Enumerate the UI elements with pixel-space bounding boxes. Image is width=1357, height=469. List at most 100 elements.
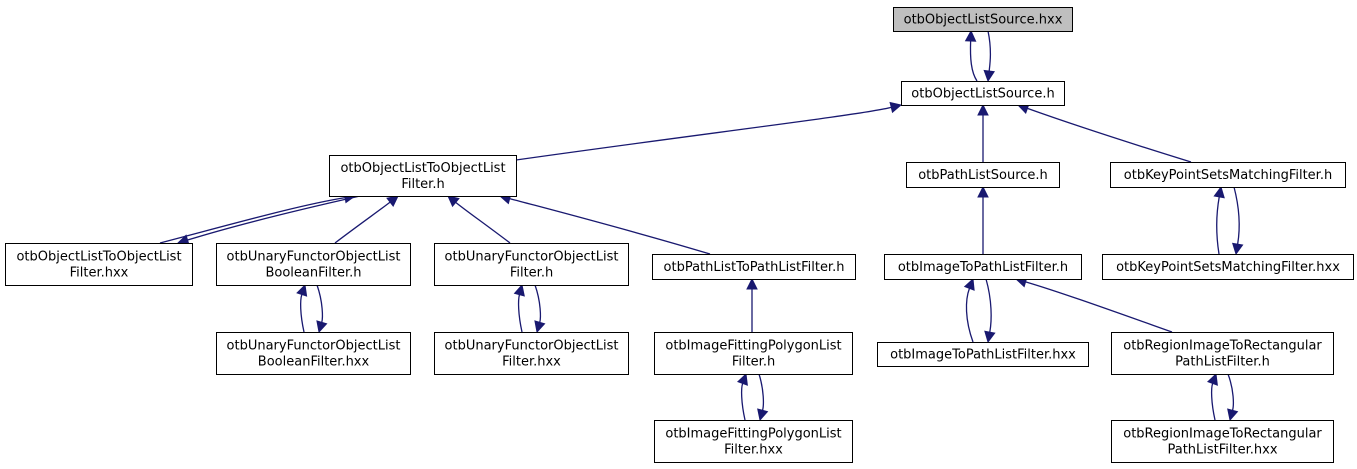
node-box <box>906 162 1060 188</box>
node-box <box>652 254 856 280</box>
edge-line <box>985 278 992 333</box>
node-label-line: otbUnaryFunctorObjectList <box>445 250 619 265</box>
node-box <box>1102 254 1354 280</box>
nodes-layer: otbObjectListSource.hxx otbObjectListSour… <box>5 7 1354 463</box>
edge-line <box>534 284 542 323</box>
edge-line <box>758 373 765 411</box>
node-label-line: Filter.hxx <box>724 443 783 458</box>
edge-arrowhead <box>513 283 525 297</box>
node-n-img2pl-h[interactable]: otbImageToPathListFilter.h <box>884 254 1082 280</box>
edge-arrowhead <box>1231 242 1244 256</box>
node-label-line: otbPathListSource.h <box>918 168 1048 183</box>
node-box <box>434 332 629 375</box>
edge-n_rir_h-to-n_rir_hxx <box>1227 373 1239 422</box>
edge-line <box>1216 196 1220 255</box>
edge-arrowhead <box>746 277 758 290</box>
edge-line <box>455 201 511 244</box>
edge-n_rir_h-to-n_img2pl_h <box>1014 276 1173 333</box>
node-n-kpsm-hxx[interactable]: otbKeyPointSetsMatchingFilter.hxx <box>1102 254 1354 280</box>
edge-line <box>1210 383 1216 421</box>
edge-line <box>1233 186 1240 245</box>
edge-n_img2pl_h-to-n_pathsrc_h <box>977 185 989 254</box>
edge-n_rir_hxx-to-n_rir_h <box>1206 372 1218 421</box>
node-label-line: otbObjectListToObjectList <box>16 250 181 265</box>
edge-line <box>334 201 391 244</box>
edge-arrowhead <box>963 277 975 291</box>
edge-n_ifp_h-to-n_ifp_hxx <box>757 373 769 422</box>
node-box <box>893 7 1073 32</box>
edge-line <box>187 195 361 241</box>
node-label-line: Filter.h <box>401 177 444 192</box>
node-box <box>1110 162 1346 188</box>
edge-n_ol2ol_h-to-n_ol2ol_hxx <box>176 195 361 246</box>
edge-arrowhead <box>316 320 328 334</box>
edge-n_kpsm_hxx-to-n_kpsm_h <box>1213 185 1225 255</box>
node-box <box>216 332 411 375</box>
edge-n_ufbool_hxx-to-n_ufbool_h <box>296 283 308 333</box>
node-label-line: otbKeyPointSetsMatchingFilter.hxx <box>1116 260 1340 275</box>
node-label-line: otbRegionImageToRectangular <box>1123 427 1322 442</box>
edge-line <box>740 383 746 421</box>
node-n-pl2pl-h[interactable]: otbPathListToPathListFilter.h <box>652 254 856 280</box>
edge-n_ufbool_h-to-n_ol2ol_h <box>334 195 399 244</box>
node-box <box>901 81 1065 106</box>
edge-n_ufbool_h-to-n_ufbool_hxx <box>316 284 328 334</box>
node-box <box>654 420 853 463</box>
node-n-kpsm-h[interactable]: otbKeyPointSetsMatchingFilter.h <box>1110 162 1346 188</box>
edge-line <box>509 197 711 255</box>
node-label-line: Filter.hxx <box>502 355 561 370</box>
edge-n_img2pl_hxx-to-n_img2pl_h <box>963 277 975 343</box>
node-box <box>5 243 193 286</box>
edge-line <box>969 40 978 82</box>
node-label-line: otbObjectListSource.h <box>911 87 1054 102</box>
edge-line <box>1027 107 1192 163</box>
edge-n_ifp_h-to-n_pl2pl_h <box>746 277 758 332</box>
edge-line <box>517 294 523 333</box>
edge-arrowhead <box>984 330 996 344</box>
node-n-rir-hxx[interactable]: otbRegionImageToRectangularPathListFilte… <box>1111 420 1334 463</box>
edge-line <box>515 106 892 161</box>
node-label-line: Filter.h <box>510 266 553 281</box>
node-n-ufbool-hxx[interactable]: otbUnaryFunctorObjectListBooleanFilter.h… <box>216 332 411 375</box>
edge-n_kpsm_h-to-n_source_h <box>1016 103 1192 163</box>
edge-arrowhead <box>977 103 989 116</box>
node-label-line: otbImageFittingPolygonList <box>665 427 841 442</box>
edge-line <box>987 30 992 72</box>
node-label-line: BooleanFilter.h <box>265 266 361 281</box>
edge-n_kpsm_h-to-n_kpsm_hxx <box>1231 186 1244 256</box>
node-n-img2pl-hxx[interactable]: otbImageToPathListFilter.hxx <box>877 342 1089 367</box>
node-box <box>1111 332 1334 375</box>
node-box <box>654 332 853 375</box>
edge-arrowhead <box>296 283 308 297</box>
node-label-line: otbRegionImageToRectangular <box>1123 339 1322 354</box>
node-n-source-h[interactable]: otbObjectListSource.h <box>901 81 1065 106</box>
node-n-source-hxx[interactable]: otbObjectListSource.hxx <box>893 7 1073 32</box>
node-n-pathsrc-h[interactable]: otbPathListSource.h <box>906 162 1060 188</box>
edge-line <box>316 284 324 323</box>
node-label-line: otbImageFittingPolygonList <box>665 339 841 354</box>
edge-n_pathsrc_h-to-n_source_h <box>977 103 989 162</box>
node-n-rir-h[interactable]: otbRegionImageToRectangularPathListFilte… <box>1111 332 1334 375</box>
edge-arrowhead <box>977 185 989 198</box>
edge-n_source_hxx-to-n_source_h <box>983 30 995 83</box>
edge-arrowhead <box>757 408 769 422</box>
edge-arrowhead <box>889 101 903 114</box>
edge-n_ifp_hxx-to-n_ifp_h <box>736 372 748 421</box>
node-box <box>216 243 411 286</box>
edge-line <box>159 196 346 244</box>
edge-arrowhead <box>447 195 460 208</box>
edge-n_ol2ol_hxx-to-n_ol2ol_h <box>159 191 357 244</box>
node-label-line: otbImageToPathListFilter.hxx <box>890 348 1076 363</box>
node-label-line: PathListFilter.hxx <box>1167 443 1277 458</box>
edge-n_uf_hxx-to-n_uf_h <box>513 283 525 333</box>
edge-line <box>1025 281 1173 333</box>
edge-line <box>1227 373 1234 411</box>
